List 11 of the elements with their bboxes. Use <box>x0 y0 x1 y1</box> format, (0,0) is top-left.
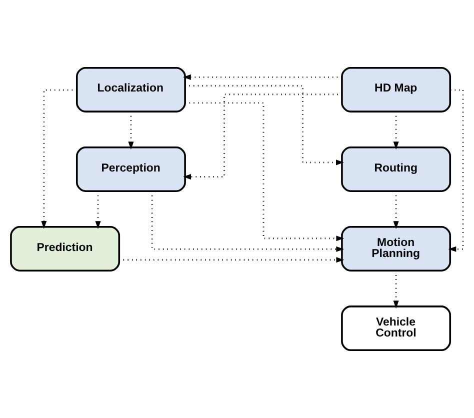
arrow <box>185 102 344 242</box>
arrow <box>183 74 342 80</box>
node-box: Motion Planning <box>341 226 452 272</box>
node-box: HD Map <box>341 66 452 112</box>
node-box: Vehicle Control <box>341 306 452 352</box>
node-box: Perception <box>76 146 186 192</box>
arrow <box>183 94 342 180</box>
node-box: Routing <box>341 146 452 192</box>
node-box: Localization <box>76 66 186 112</box>
arrow <box>185 85 344 166</box>
node-box: Prediction <box>10 226 120 272</box>
